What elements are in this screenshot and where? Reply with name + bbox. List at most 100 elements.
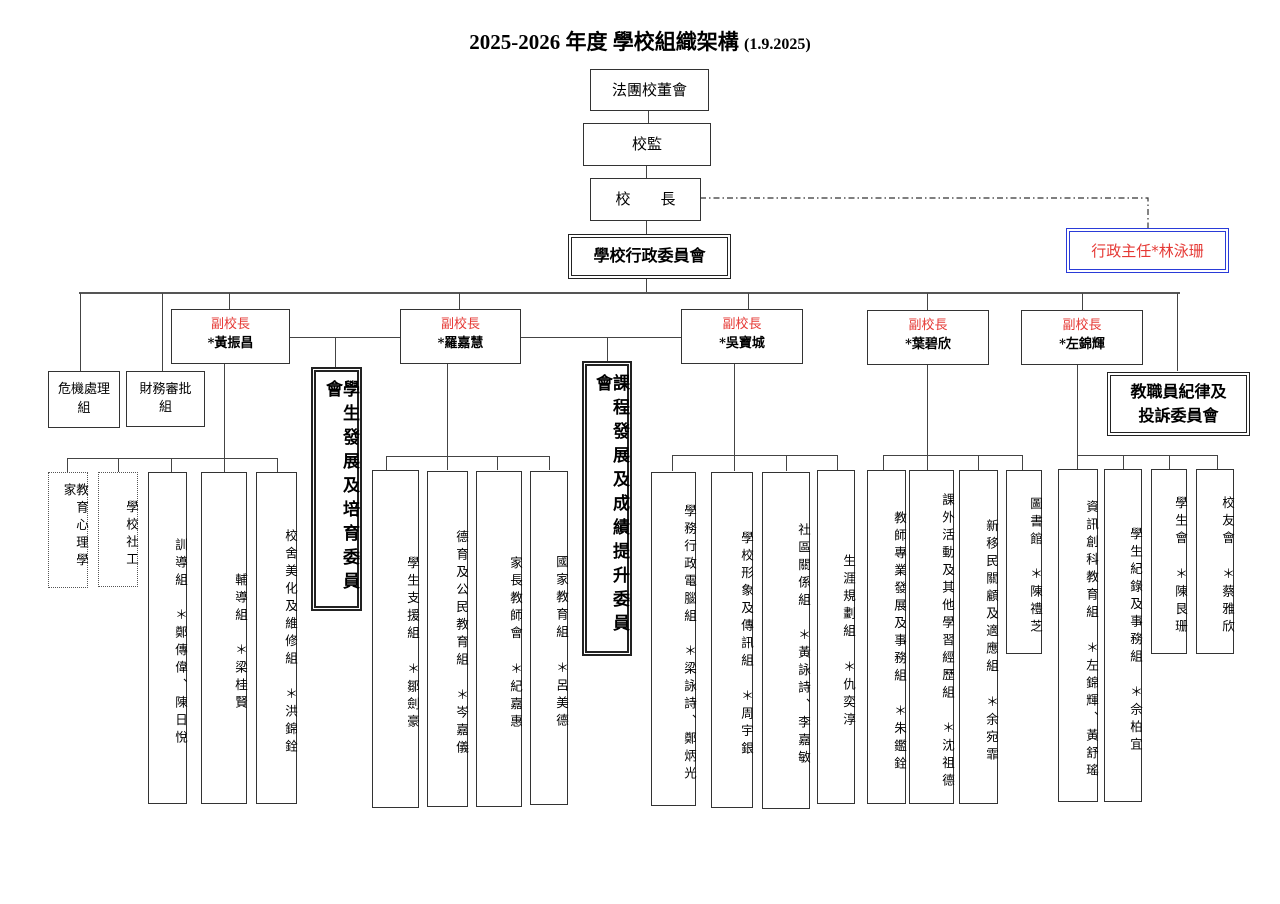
unit-admin-computer[interactable]: 學務行政電腦組＊梁詠詩、鄭炳光 [651,472,697,806]
connector-line [927,455,928,470]
board-box[interactable]: 法團校董會 [590,69,709,111]
connector-line [67,458,277,459]
vp-role: 副校長 [1062,318,1102,333]
connector-line [386,456,387,470]
student-development-committee[interactable]: 學生發展及培育委員會 [311,367,362,611]
supervisor-box[interactable]: 校監 [583,123,711,166]
connector-line [1022,455,1023,470]
finance-group-label: 財務審批組 [139,381,192,415]
connector-line [447,364,448,458]
unit-moral-civic-education[interactable]: 德育及公民教育組＊岑嘉儀 [427,471,469,807]
unit-label: 校友會 [1220,496,1235,549]
unit-person: ＊周宇銀 [739,689,754,759]
unit-educational-psychologist[interactable]: 教育心理學家 [48,472,90,588]
vp-role: 副校長 [722,317,762,332]
connector-line [224,364,225,458]
unit-alumni-association[interactable]: 校友會＊蔡雅欣 [1196,469,1235,654]
supervisor-label: 校監 [631,135,662,153]
connector-line [335,337,336,367]
unit-label: 學生紀錄及事務組 [1128,526,1143,667]
unit-person: ＊佘柏宜 [1128,684,1143,755]
unit-library[interactable]: 圖書館 ＊陳禮芝 [1006,470,1043,654]
unit-label: 家長教師會 [508,556,523,644]
unit-person: ＊黃詠詩、李嘉敏 [796,628,811,769]
unit-career-planning[interactable]: 生涯規劃組 ＊仇奕淳 [817,470,856,804]
connector-line [67,458,68,472]
connector-line [1123,455,1124,470]
unit-person: ＊呂美德 [554,660,569,731]
connector-line [646,278,647,293]
unit-national-education[interactable]: 國家教育組＊呂美德 [530,471,569,805]
connector-line [646,220,647,236]
unit-school-social-worker[interactable]: 學校社工 [98,472,139,587]
principal-box[interactable]: 校 長 [590,178,701,221]
board-label: 法團校董會 [611,80,687,99]
connector-line [883,455,884,470]
unit-extracurricular-activities[interactable]: 課外活動及其他學習經歷組＊沈祖德 [909,470,955,804]
connector-line [883,455,1022,456]
connector-line [978,455,979,470]
unit-person: ＊沈祖德 [940,721,955,791]
connector-line [521,337,681,338]
connector-line [1217,455,1218,470]
chart-title: 2025-2026 年度 學校組織架構 (1.9.2025) [0,26,1280,56]
connector-line [927,364,928,456]
unit-label: 教師專業發展及事務組 [892,510,907,686]
main-bus-line [79,292,1180,294]
unit-student-records[interactable]: 學生紀錄及事務組 ＊佘柏宜 [1104,469,1143,802]
vice-principal-2[interactable]: 副校長 *羅嘉慧 [400,309,521,364]
connector-line [224,458,225,472]
unit-counselling-group[interactable]: 輔導組＊梁桂賢 [201,472,248,804]
unit-person: ＊仇奕淳 [841,659,856,730]
connector-line [277,458,278,472]
connector-line [80,293,81,371]
vp-role: 副校長 [908,318,948,333]
vice-principal-3[interactable]: 副校長 *吳寶城 [681,309,803,364]
vice-principal-5[interactable]: 副校長 *左錦輝 [1021,310,1143,365]
unit-campus-maintenance[interactable]: 校舍美化及維修組＊洪錦銓 [256,472,298,804]
unit-person: ＊鄭傳偉、陳日悅 [173,608,188,749]
committee-label: 課程發展及成績提升委員會 [592,374,629,638]
connector-line [549,456,550,470]
unit-discipline-group[interactable]: 訓導組＊鄭傳偉、陳日悅 [148,472,188,804]
crisis-group-box[interactable]: 危機處理組 [48,371,120,428]
unit-person: ＊陳艮珊 [1173,566,1188,637]
unit-pta[interactable]: 家長教師會＊紀嘉惠 [476,471,523,807]
unit-school-image-communication[interactable]: 學校形象及傳訊組＊周宇銀 [711,472,754,808]
admin-officer-box[interactable]: 行政主任*林泳珊 [1066,228,1229,273]
connector-line [229,293,230,310]
title-text: 2025-2026 年度 學校組織架構 [469,30,739,54]
vp-name: *左錦輝 [1059,336,1105,352]
crisis-group-label: 危機處理組 [57,382,110,416]
connector-line [1077,364,1078,456]
staff-discipline-committee[interactable]: 教職員紀律及投訴委員會 [1107,372,1250,436]
connector-line [386,456,549,457]
vice-principal-4[interactable]: 副校長 *葉碧欣 [867,310,989,365]
vp-name: *黃振昌 [207,335,254,351]
unit-label: 生涯規劃組 [841,554,856,642]
connector-line [1177,293,1178,371]
connector-line [748,293,749,310]
unit-person: ＊陳禮芝 [1028,567,1043,638]
vp-role: 副校長 [440,317,480,332]
unit-label: 學校社工 [124,499,139,570]
connector-line [648,110,649,124]
unit-community-relations[interactable]: 社區關係組＊黃詠詩、李嘉敏 [762,472,811,809]
unit-teacher-development[interactable]: 教師專業發展及事務組＊朱鑑銓 [867,470,907,804]
vice-principal-1[interactable]: 副校長 *黃振昌 [171,309,290,364]
connector-line [1077,455,1217,456]
unit-new-immigrants[interactable]: 新移民關顧及適應組＊余宛霏 [959,470,999,804]
unit-it-innovation[interactable]: 資訊創科教育組＊左錦輝、黃舒瑤 [1058,469,1099,802]
curriculum-committee[interactable]: 課程發展及成績提升委員會 [582,361,632,656]
unit-student-support[interactable]: 學生支援組＊鄒劍豪 [372,470,420,808]
principal-label: 校 長 [615,190,676,208]
unit-student-union[interactable]: 學生會＊陳艮珊 [1151,469,1188,654]
admin-committee-box[interactable]: 學校行政委員會 [568,234,731,279]
unit-label: 德育及公民教育組 [454,530,469,670]
unit-label: 圖書館 [1028,496,1043,550]
finance-group-box[interactable]: 財務審批組 [126,371,205,427]
unit-label: 教育心理學家 [61,483,90,571]
dotted-connector [700,197,1149,230]
connector-line [1169,455,1170,470]
connector-line [646,165,647,179]
